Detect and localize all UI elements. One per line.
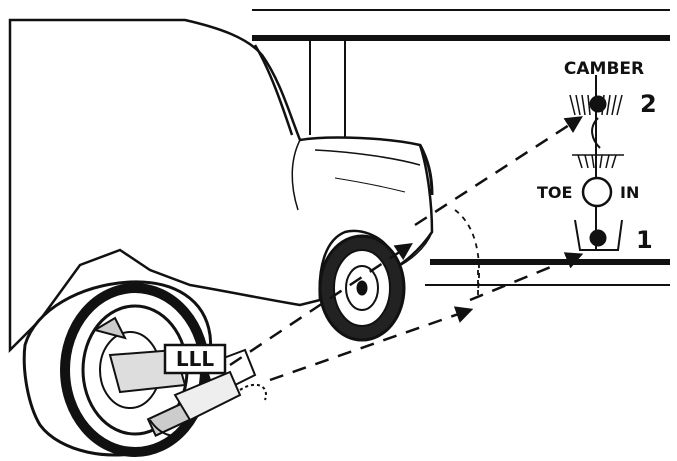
marker-1-label: 1 — [636, 226, 653, 254]
camber-label: CAMBER — [564, 59, 644, 79]
target-dot-1 — [590, 230, 606, 246]
target-chart — [570, 75, 624, 250]
target-dot-2 — [590, 96, 606, 112]
in-label: IN — [620, 183, 639, 202]
toe-ring — [583, 178, 611, 206]
marker-2-label: 2 — [640, 90, 657, 118]
toe-label: TOE — [537, 183, 572, 202]
angle-arc — [455, 210, 479, 295]
rear-wheel — [320, 236, 404, 340]
plate-label: LLL — [176, 347, 214, 371]
toe-scale — [572, 155, 624, 168]
plate: LLL — [165, 345, 225, 373]
